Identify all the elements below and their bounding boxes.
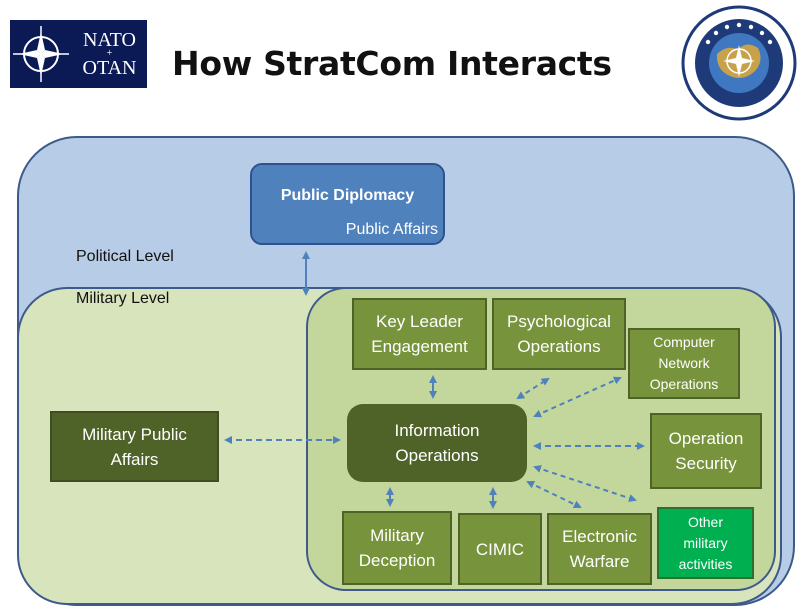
cimic-box: CIMIC — [458, 513, 542, 585]
information-operations-line2: Operations — [395, 446, 479, 465]
nato-logo-separator: + — [106, 48, 113, 59]
key-leader-line2: Engagement — [371, 337, 468, 356]
electronic-warfare-line1: Electronic — [562, 527, 637, 546]
page-title: How StratCom Interacts — [172, 44, 612, 83]
nato-compass-icon — [10, 20, 72, 88]
otan-logo-text: OTAN — [82, 57, 137, 79]
key-leader-engagement-box: Key Leader Engagement — [352, 298, 487, 370]
arrow-io-to-cno — [533, 376, 622, 418]
other-line2: military — [683, 534, 728, 551]
electronic-warfare-line2: Warfare — [569, 552, 630, 571]
computer-network-operations-box: Computer Network Operations — [628, 328, 740, 399]
opsec-line1: Operation — [668, 429, 744, 448]
other-military-activities-box: Other military activities — [657, 507, 754, 579]
military-public-affairs-line2: Affairs — [110, 449, 159, 469]
military-public-affairs-box: Military Public Affairs — [50, 411, 219, 482]
deception-line1: Military — [370, 526, 424, 545]
military-deception-box: Military Deception — [342, 511, 452, 585]
psychological-operations-box: Psychological Operations — [492, 298, 626, 370]
public-affairs-label: Public Affairs — [345, 221, 438, 238]
information-operations-box: Information Operations — [347, 404, 527, 482]
operation-security-box: Operation Security — [650, 413, 762, 489]
psyops-line1: Psychological — [507, 312, 611, 331]
nato-logo-text: NATO — [83, 29, 136, 51]
cimic-label: CIMIC — [475, 539, 525, 559]
public-diplomacy-box: Public Diplomacy Public Affairs — [250, 163, 445, 245]
information-operations-line1: Information — [394, 421, 480, 440]
opsec-line2: Security — [675, 454, 737, 473]
cno-line2: Network — [658, 355, 710, 371]
deception-line2: Deception — [358, 551, 436, 570]
key-leader-line1: Key Leader — [376, 312, 463, 331]
military-public-affairs-line1: Military Public — [82, 424, 187, 444]
nato-otan-logo: NATO + OTAN — [10, 20, 147, 88]
public-diplomacy-title: Public Diplomacy — [280, 187, 415, 204]
allied-command-transformation-seal: ALLIED COMMAND TRANSFORMATION — [676, 0, 798, 122]
political-level-label: Political Level — [76, 248, 174, 265]
arrow-io-to-psyops — [516, 377, 550, 400]
other-line1: Other — [687, 513, 723, 530]
arrow-io-to-ew — [526, 480, 582, 509]
cno-line3: Operations — [649, 376, 719, 392]
arrow-io-to-other — [533, 465, 637, 502]
military-level-label: Military Level — [76, 290, 170, 307]
electronic-warfare-box: Electronic Warfare — [547, 513, 652, 585]
other-line3: activities — [678, 555, 733, 572]
psyops-line2: Operations — [517, 337, 601, 356]
cno-line1: Computer — [653, 334, 715, 350]
